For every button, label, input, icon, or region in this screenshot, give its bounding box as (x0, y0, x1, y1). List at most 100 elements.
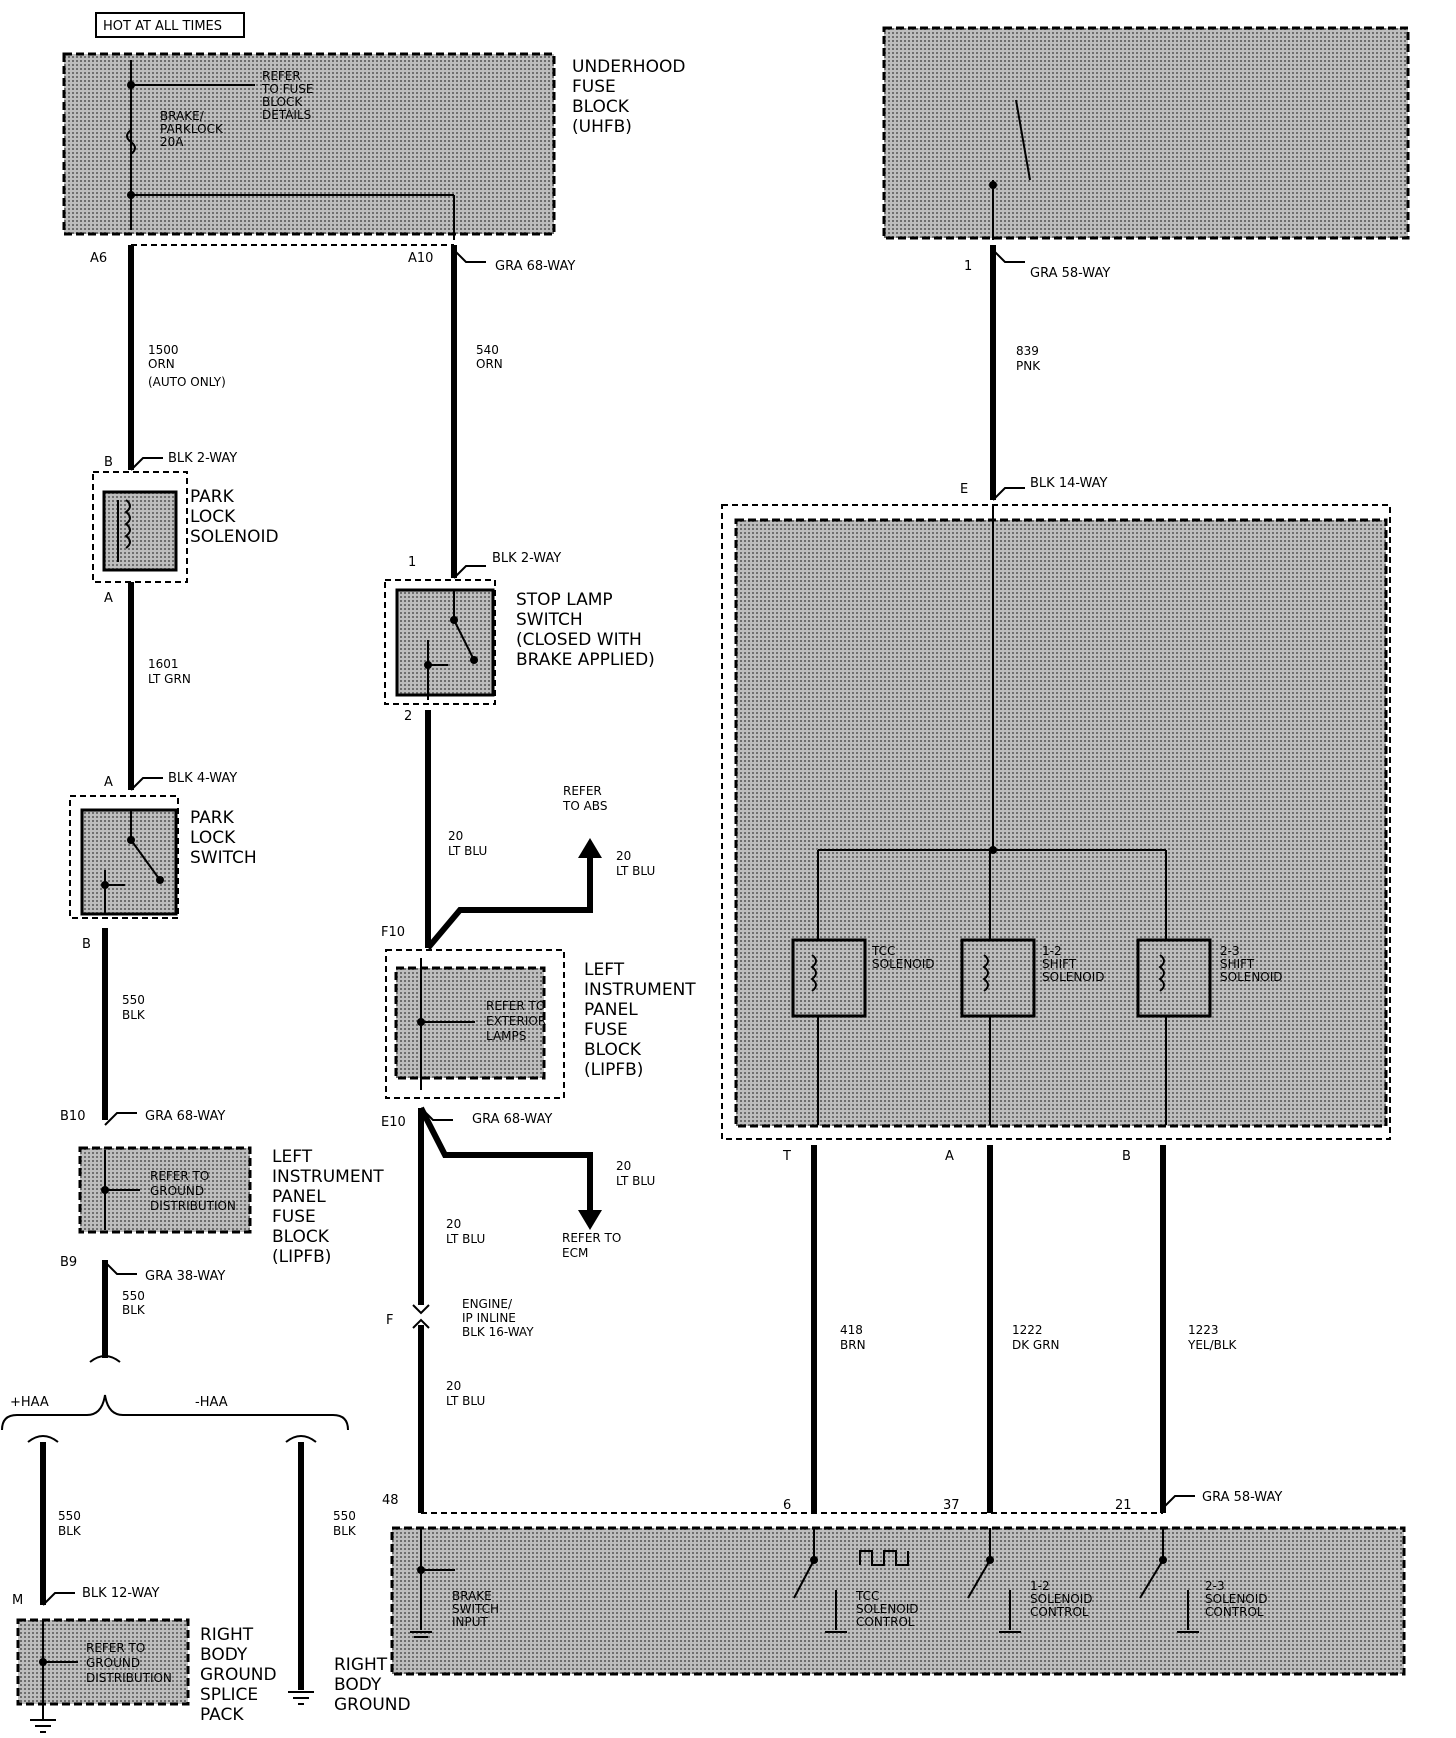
svg-text:B: B (1122, 1149, 1131, 1164)
svg-text:PANEL: PANEL (584, 1000, 638, 1020)
svg-text:B: B (104, 455, 113, 470)
svg-text:SOLENOID: SOLENOID (190, 527, 279, 547)
svg-text:20: 20 (448, 829, 463, 843)
svg-text:GRA 68-WAY: GRA 68-WAY (495, 259, 575, 274)
upper-right-block (882, 26, 1410, 240)
lipfb-ground: B10 GRA 68-WAY REFER TO GROUND DISTRIBUT… (60, 1109, 384, 1284)
engine-ip-inline: F ENGINE/ IP INLINE BLK 16-WAY (386, 1297, 534, 1339)
svg-text:F: F (386, 1313, 393, 1328)
wire-550-d: 550 BLK RIGHT BODY GROUND (285, 1435, 411, 1715)
svg-text:REFER TO: REFER TO (150, 1169, 209, 1183)
ecm-block: BRAKE SWITCH INPUT TCC SOLENOID CONTROL … (390, 1526, 1406, 1676)
svg-text:SHIFT: SHIFT (1220, 957, 1255, 971)
shift-solenoid-1-2: 1-2 SHIFT SOLENOID (960, 938, 1105, 1125)
svg-text:2: 2 (404, 709, 412, 724)
svg-text:STOP LAMP: STOP LAMP (516, 590, 613, 610)
svg-text:839: 839 (1016, 344, 1039, 358)
svg-text:LAMPS: LAMPS (486, 1029, 526, 1043)
svg-text:1601: 1601 (148, 657, 179, 671)
svg-text:BLK 2-WAY: BLK 2-WAY (168, 451, 237, 466)
svg-text:37: 37 (943, 1498, 960, 1513)
svg-text:T: T (782, 1149, 791, 1164)
svg-text:BLK 16-WAY: BLK 16-WAY (462, 1325, 534, 1339)
svg-text:GRA 38-WAY: GRA 38-WAY (145, 1269, 225, 1284)
svg-text:LEFT: LEFT (272, 1147, 313, 1167)
svg-text:BLOCK: BLOCK (584, 1040, 642, 1060)
svg-text:BRAKE/: BRAKE/ (160, 109, 205, 123)
wire-1601: 1601 LT GRN (128, 582, 191, 790)
svg-text:BLOCK: BLOCK (262, 95, 303, 109)
svg-text:BLK: BLK (333, 1524, 357, 1538)
shift-solenoid-2-3: 2-3 SHIFT SOLENOID (1136, 938, 1283, 1125)
svg-text:SOLENOID: SOLENOID (1205, 1592, 1268, 1606)
hot-at-all-times-label: HOT AT ALL TIMES (95, 12, 245, 38)
svg-text:INPUT: INPUT (452, 1615, 489, 1629)
svg-text:ORN: ORN (148, 357, 175, 371)
svg-text:SOLENOID: SOLENOID (872, 957, 935, 971)
svg-text:-HAA: -HAA (195, 1395, 228, 1410)
svg-text:21: 21 (1115, 1498, 1132, 1513)
svg-text:UNDERHOOD: UNDERHOOD (572, 57, 685, 77)
svg-text:SPLICE: SPLICE (200, 1685, 258, 1705)
svg-text:B9: B9 (60, 1255, 77, 1270)
svg-text:BRAKE APPLIED): BRAKE APPLIED) (516, 650, 655, 670)
svg-text:LT BLU: LT BLU (616, 864, 655, 878)
wire-418: 418 BRN (811, 1145, 866, 1513)
svg-text:LOCK: LOCK (190, 507, 236, 527)
svg-text:B: B (82, 937, 91, 952)
svg-text:BLOCK: BLOCK (272, 1227, 330, 1247)
svg-text:BODY: BODY (200, 1645, 248, 1665)
svg-text:20: 20 (446, 1217, 461, 1231)
svg-text:FUSE: FUSE (572, 77, 616, 97)
ecm-pins: 48 6 37 21 GRA 58-WAY (382, 1490, 1282, 1513)
svg-text:1500: 1500 (148, 343, 179, 357)
trans-pins: T A B (782, 1149, 1131, 1164)
underhood-fuse-block: BRAKE/ PARKLOCK 20A REFER TO FUSE BLOCK … (62, 52, 556, 240)
svg-text:20: 20 (616, 849, 631, 863)
svg-text:1-2: 1-2 (1042, 944, 1062, 958)
svg-text:GROUND: GROUND (334, 1695, 411, 1715)
svg-text:SOLENOID: SOLENOID (1030, 1592, 1093, 1606)
svg-text:PARKLOCK: PARKLOCK (160, 122, 224, 136)
svg-text:LT BLU: LT BLU (446, 1232, 485, 1246)
svg-text:SHIFT: SHIFT (1042, 957, 1077, 971)
svg-text:BODY: BODY (334, 1675, 382, 1695)
wire-1222: 1222 DK GRN (987, 1145, 1060, 1513)
lipfb-stop: F10 REFER TO EXTERIOR LAMPS LEFT INSTRUM… (381, 925, 696, 1130)
svg-text:BLK: BLK (122, 1008, 146, 1022)
svg-text:SOLENOID: SOLENOID (1042, 970, 1105, 984)
svg-text:BLK 14-WAY: BLK 14-WAY (1030, 476, 1108, 491)
svg-text:1-2: 1-2 (1030, 1579, 1050, 1593)
svg-text:PNK: PNK (1016, 359, 1041, 373)
svg-text:IP INLINE: IP INLINE (462, 1311, 516, 1325)
svg-text:ORN: ORN (476, 357, 503, 371)
svg-text:A10: A10 (408, 251, 433, 266)
svg-text:HOT AT ALL TIMES: HOT AT ALL TIMES (103, 19, 222, 34)
svg-text:6: 6 (783, 1498, 791, 1513)
svg-text:EXTERIOR: EXTERIOR (486, 1014, 546, 1028)
stop-lamp-switch: 1 BLK 2-WAY 2 STOP LAMP SWITCH (CLOSED W… (384, 551, 655, 724)
svg-text:LT BLU: LT BLU (448, 844, 487, 858)
svg-text:BLK 4-WAY: BLK 4-WAY (168, 771, 237, 786)
right-body-ground-splice-pack: M BLK 12-WAY REFER TO GROUND DISTRIBUTIO… (12, 1586, 277, 1733)
wire-550-c: 550 BLK (27, 1435, 82, 1605)
svg-text:BRAKE: BRAKE (452, 1589, 492, 1603)
wire-1223: 1223 YEL/BLK (1160, 1145, 1238, 1513)
svg-text:REFER TO: REFER TO (486, 999, 545, 1013)
svg-text:2-3: 2-3 (1220, 944, 1240, 958)
transmission-block: TCC SOLENOID 1-2 SHIFT SOLENOID 2-3 SHIF… (721, 504, 1391, 1140)
svg-text:A6: A6 (90, 251, 107, 266)
svg-text:A: A (945, 1149, 954, 1164)
svg-text:LOCK: LOCK (190, 828, 236, 848)
svg-text:550: 550 (122, 1289, 145, 1303)
svg-text:TO FUSE: TO FUSE (261, 82, 313, 96)
svg-text:LEFT: LEFT (584, 960, 625, 980)
svg-text:48: 48 (382, 1493, 399, 1508)
svg-text:RIGHT: RIGHT (334, 1655, 388, 1675)
wire-839: 1 GRA 58-WAY 839 PNK E BLK 14-WAY (960, 245, 1110, 501)
svg-text:GROUND: GROUND (200, 1665, 277, 1685)
svg-text:M: M (12, 1593, 23, 1608)
svg-text:RIGHT: RIGHT (200, 1625, 254, 1645)
svg-text:GROUND: GROUND (86, 1656, 140, 1670)
